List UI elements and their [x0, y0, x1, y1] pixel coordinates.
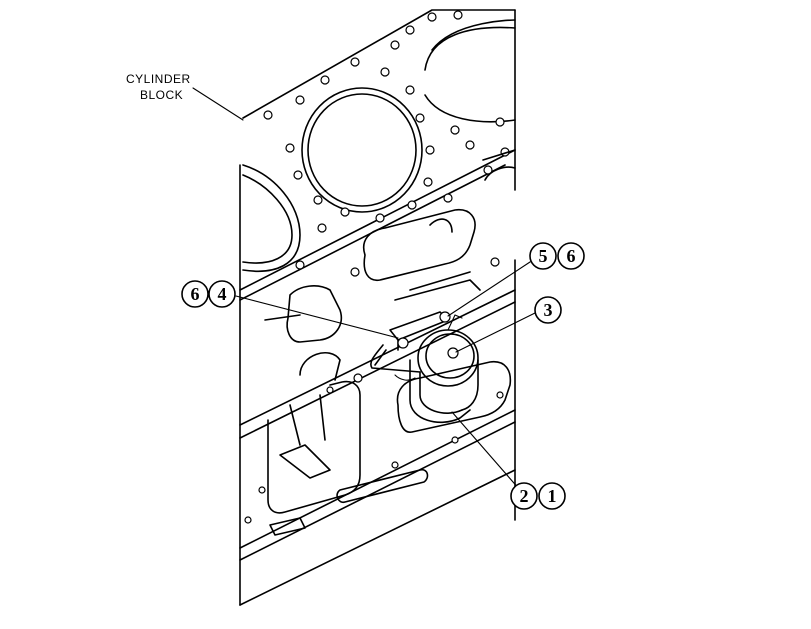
- bolt-holes: [244, 10, 510, 524]
- leader-5-6: [447, 261, 531, 317]
- leader-3: [455, 312, 536, 353]
- callout-4: 4: [218, 284, 227, 304]
- callout-6-left: 6: [191, 284, 200, 304]
- leader-cylinder-block: [192, 87, 244, 121]
- cylinder-block-label-line2: BLOCK: [140, 88, 183, 102]
- callout-3-number: 3: [544, 300, 553, 320]
- callout-5: 5: [539, 246, 548, 266]
- leader-2-1: [451, 411, 521, 491]
- filter-assembly: [370, 311, 479, 424]
- callout-1: 1: [548, 486, 557, 506]
- block-openings: [264, 149, 516, 536]
- cylinder-block-label: CYLINDER BLOCK: [126, 72, 191, 102]
- callout-2-1: 2 1: [510, 482, 566, 510]
- leader-lines: [192, 87, 536, 491]
- callout-6-upper: 6: [567, 246, 576, 266]
- callout-5-6: 5 6: [529, 242, 585, 270]
- callout-6-4: 6 4: [181, 280, 236, 308]
- cylinder-block-label-line1: CYLINDER: [126, 72, 191, 86]
- callout-2: 2: [520, 486, 529, 506]
- callout-3: 3: [534, 296, 562, 324]
- leader-6-4: [235, 295, 399, 339]
